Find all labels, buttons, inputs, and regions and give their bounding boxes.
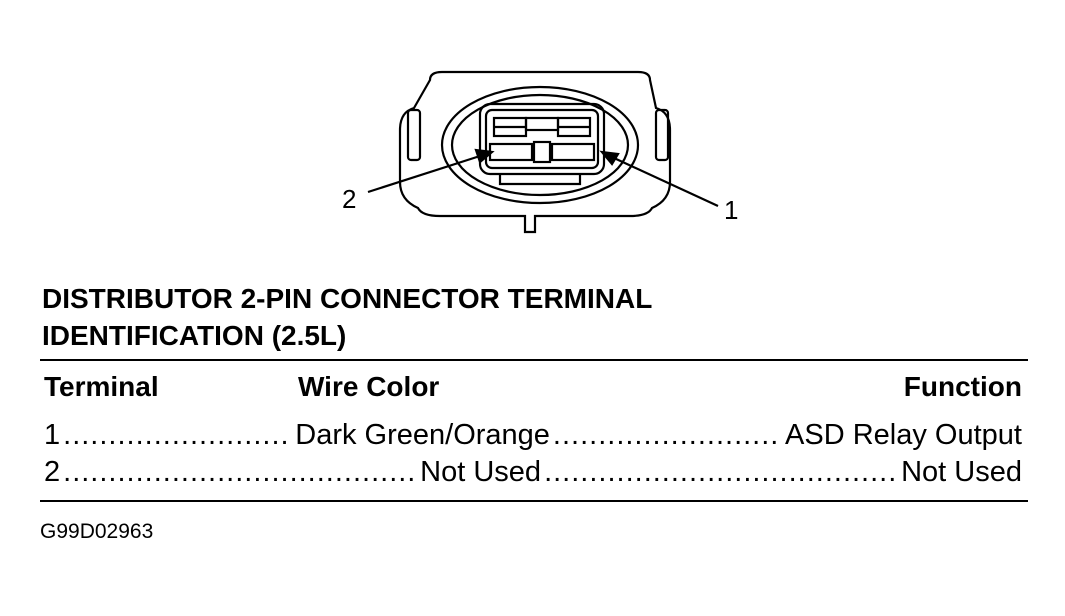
column-header-terminal: Terminal xyxy=(44,371,159,402)
connector-diagram xyxy=(367,70,719,234)
wire-color-cell: Dark Green/Orange xyxy=(295,419,550,451)
table-row: 2 Not Used Not Used xyxy=(44,455,1022,489)
dot-leader xyxy=(63,455,417,489)
pin-1-label: 1 xyxy=(724,195,739,225)
column-header-wire-color: Wire Color xyxy=(298,371,440,402)
table-row: 1 Dark Green/Orange ASD Relay Output xyxy=(44,418,1022,452)
title-line-1: DISTRIBUTOR 2-PIN CONNECTOR TERMINAL xyxy=(42,283,653,314)
dot-leader xyxy=(63,418,292,452)
connector-cavity xyxy=(440,85,640,205)
dot-leader xyxy=(553,418,782,452)
left-latch xyxy=(406,108,422,162)
table-top-rule xyxy=(40,359,1028,361)
page-title: DISTRIBUTOR 2-PIN CONNECTOR TERMINAL IDE… xyxy=(42,280,1022,354)
column-header-function: Function xyxy=(903,371,1022,402)
connector-housing xyxy=(398,70,672,234)
right-latch xyxy=(654,108,670,162)
wire-color-cell: Not Used xyxy=(420,456,542,488)
terminal-cell: 1 xyxy=(44,419,61,451)
pin-1-leader xyxy=(613,157,719,207)
terminal-2-cavity xyxy=(488,142,534,162)
figure-id: G99D02963 xyxy=(40,520,154,543)
function-cell: ASD Relay Output xyxy=(785,419,1022,451)
pin-2-label: 2 xyxy=(342,184,357,214)
dot-leader xyxy=(544,455,898,489)
title-line-2: IDENTIFICATION (2.5L) xyxy=(42,320,347,351)
table-bottom-rule xyxy=(40,500,1028,502)
terminal-cell: 2 xyxy=(44,456,61,488)
terminal-1-cavity xyxy=(550,142,596,162)
function-cell: Not Used xyxy=(901,456,1022,488)
pin-2-leader xyxy=(367,154,481,194)
terminal-insert xyxy=(478,102,606,176)
